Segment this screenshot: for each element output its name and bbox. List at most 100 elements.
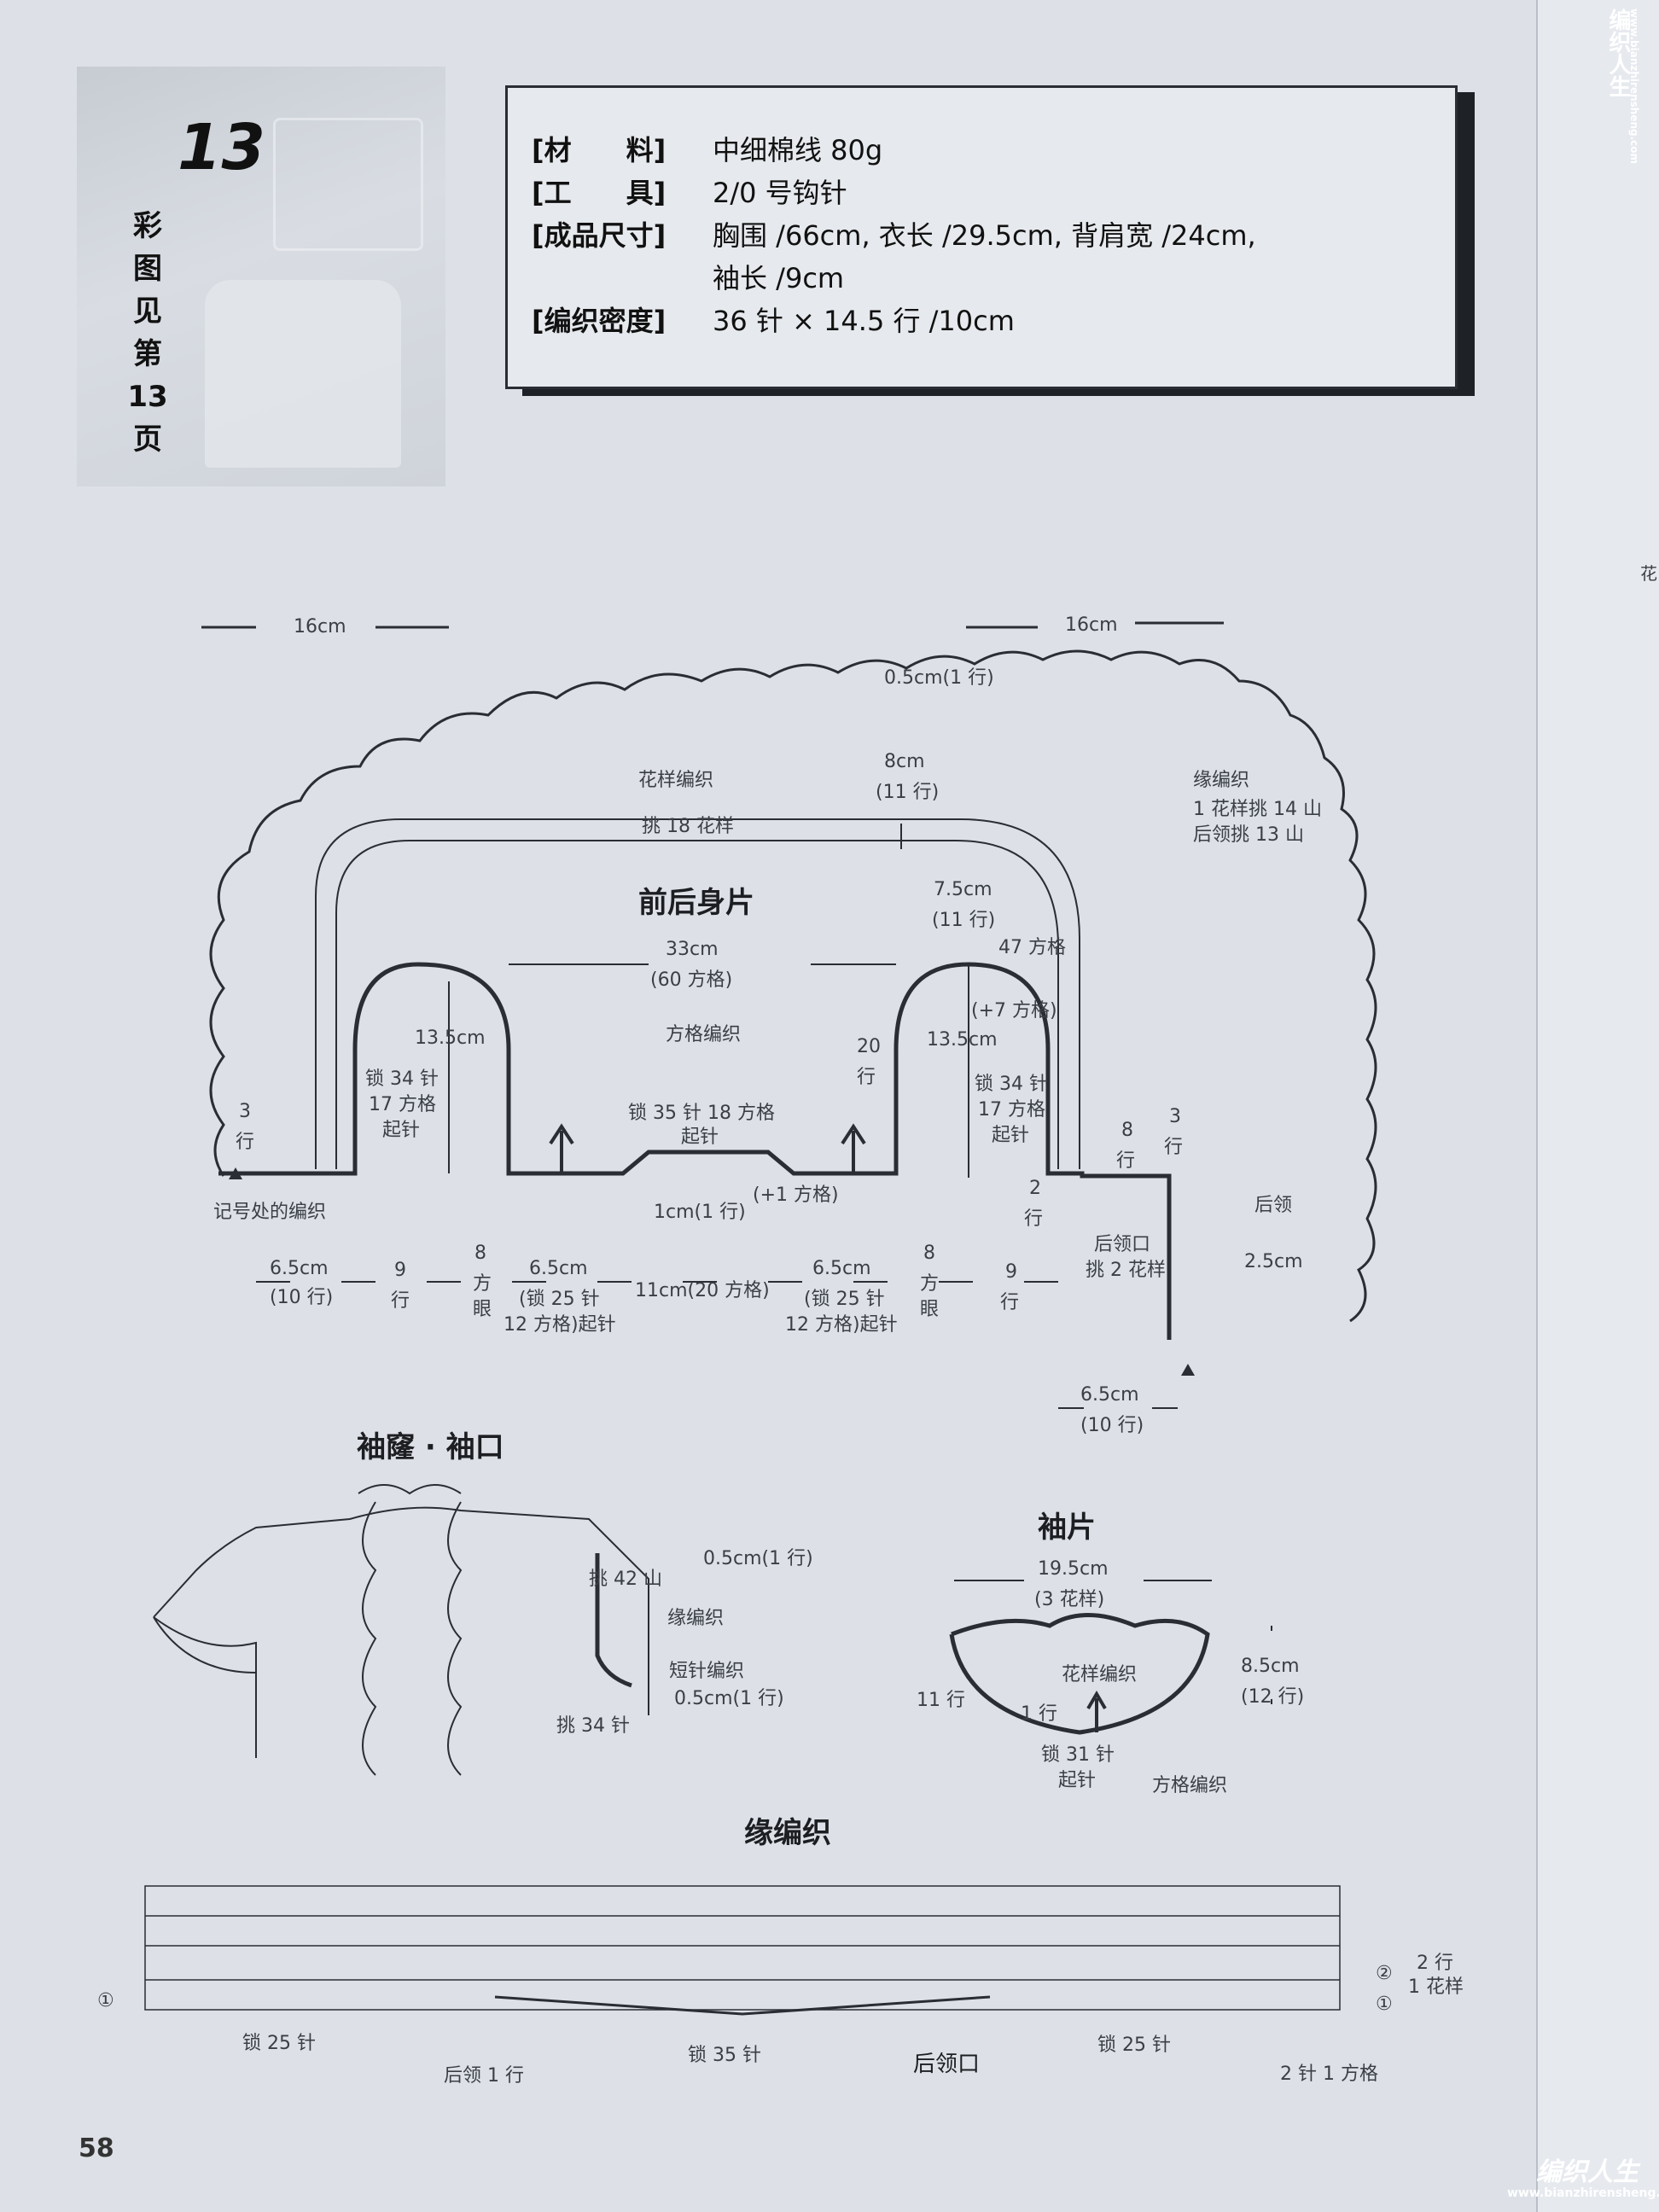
armhole-scallop bbox=[358, 1484, 463, 1776]
dim-bottom-1: 6.5cm bbox=[270, 1258, 329, 1279]
back-neck-label: 后领 bbox=[1254, 1195, 1293, 1216]
yoke-rows-2: (11 行) bbox=[932, 910, 996, 931]
filet-label: 方格编织 bbox=[666, 1024, 742, 1045]
chain-35-start: 起针 bbox=[681, 1126, 719, 1148]
body-piece-outline bbox=[218, 962, 1172, 1340]
pattern-number: 13 bbox=[178, 111, 265, 184]
dim-top-left: 16cm bbox=[294, 616, 346, 637]
marked-knit-label: 记号处的编织 bbox=[213, 1202, 327, 1223]
info-row-tools: [工 具] 2/0 号钩针 bbox=[532, 172, 847, 211]
materials-box: [材 料] 中细棉线 80g [工 具] 2/0 号钩针 [成品尺寸]胸围 /66c… bbox=[505, 85, 1458, 389]
center-squares: (60 方格) bbox=[650, 969, 733, 991]
edge-back-neck-row: 后领 1 行 bbox=[444, 2065, 524, 2087]
pattern-knit-label: 花样编织 bbox=[638, 770, 714, 791]
dim-bottom-5: 11cm(20 方格) bbox=[635, 1280, 770, 1301]
edge-repeat-rows: 2 行 bbox=[1417, 1953, 1453, 1974]
sleeve-width-patterns: (3 花样) bbox=[1034, 1589, 1105, 1610]
dim-bottom-4: 6.5cm bbox=[529, 1258, 588, 1279]
info-key: [工 具] bbox=[532, 177, 667, 209]
watermark-bottom: 编织人生 bbox=[1536, 2157, 1639, 2187]
edge-chain-25-right: 锁 25 针 bbox=[1097, 2034, 1171, 2056]
dim-bottom-2: 9 bbox=[394, 1260, 406, 1281]
dim-bottom-6b: (锁 25 针 bbox=[804, 1289, 885, 1310]
dim-bottom-7b: 方 bbox=[920, 1273, 940, 1295]
scalloped-border bbox=[209, 649, 1377, 1323]
rows-2: 2 bbox=[1029, 1178, 1041, 1199]
plus-7-squares: (+7 方格) bbox=[971, 1000, 1057, 1022]
dim-bottom-8: 9 bbox=[1005, 1261, 1017, 1283]
dim-bottom-6c: 12 方格)起针 bbox=[785, 1314, 898, 1336]
sleeve-filet-label: 方格编织 bbox=[1152, 1775, 1228, 1796]
info-row-size: [成品尺寸]胸围 /66cm, 衣长 /29.5cm, 背肩宽 /24cm, bbox=[532, 214, 1256, 253]
sleeve-11-rows: 11 行 bbox=[917, 1690, 965, 1711]
sleeve-chain-start: 起针 bbox=[1058, 1770, 1097, 1791]
bottom-6-5cm: 6.5cm bbox=[1080, 1384, 1139, 1406]
info-value: 袖长 /9cm bbox=[713, 262, 845, 294]
start-marker bbox=[1181, 1364, 1195, 1376]
watermark-bottom-url: www.bianzhirensheng.com bbox=[1507, 2186, 1659, 2200]
edge-square-label: 2 针 1 方格 bbox=[1280, 2064, 1378, 2085]
next-page-edge: 花 bbox=[1536, 0, 1659, 2212]
edge-row-2: ② bbox=[1376, 1963, 1393, 1984]
photo-garment bbox=[205, 280, 401, 468]
photo-hanger bbox=[273, 118, 423, 251]
direction-arrow bbox=[549, 1123, 574, 1173]
edge-row-1-right: ① bbox=[1376, 1994, 1393, 2015]
chain-35: 锁 35 针 18 方格 bbox=[628, 1103, 775, 1124]
dim-bottom-3c: 眼 bbox=[473, 1299, 492, 1320]
chain-34-right: 锁 34 针 bbox=[975, 1074, 1048, 1095]
info-row-gauge: [编织密度] 36 针 × 14.5 行 /10cm bbox=[532, 300, 1015, 339]
chain-34-right-start: 起针 bbox=[992, 1125, 1030, 1146]
rows-20: 20 bbox=[857, 1036, 881, 1057]
info-value: 36 针 × 14.5 行 /10cm bbox=[713, 305, 1015, 337]
info-value: 2/0 号钩针 bbox=[713, 177, 847, 209]
rows-8: 8 bbox=[1121, 1120, 1133, 1141]
body-title: 前后身片 bbox=[638, 886, 754, 920]
plus-1-square: (+1 方格) bbox=[753, 1185, 839, 1206]
dim-bottom-7c: 眼 bbox=[920, 1299, 940, 1320]
bottom-10-rows: (10 行) bbox=[1080, 1415, 1144, 1436]
direction-arrow bbox=[841, 1123, 866, 1173]
dim-bottom-8b: 行 bbox=[1000, 1292, 1020, 1313]
sleeve-height-rows: (12 行) bbox=[1241, 1686, 1305, 1708]
pick-42-label: 挑 42 山 bbox=[589, 1569, 662, 1590]
dim-bottom-1b: (10 行) bbox=[270, 1287, 334, 1308]
back-neckline-pick: 挑 2 花样 bbox=[1086, 1260, 1166, 1281]
edge-knit-label: 缘编织 bbox=[1193, 770, 1250, 791]
sleeve-chain-31: 锁 31 针 bbox=[1041, 1744, 1115, 1766]
watermark-top: 编织人生 bbox=[1605, 9, 1631, 97]
dim-top-right: 16cm bbox=[1065, 614, 1118, 636]
sleeve-1-row: 1 行 bbox=[1021, 1703, 1057, 1725]
short-stitch-label: 短针编织 bbox=[669, 1661, 745, 1682]
sleeve-arrow bbox=[1086, 1691, 1107, 1732]
start-marker bbox=[229, 1167, 242, 1179]
border-top-label: 0.5cm(1 行) bbox=[884, 667, 994, 689]
info-value: 中细棉线 80g bbox=[713, 134, 883, 166]
chain-34-left-start: 起针 bbox=[382, 1120, 421, 1141]
yoke-height-2: 7.5cm bbox=[934, 879, 992, 900]
dim-bottom-2b: 行 bbox=[391, 1290, 410, 1312]
info-key: [编织密度] bbox=[532, 305, 667, 337]
armhole-edge bbox=[595, 1553, 632, 1688]
info-row-size-cont: 袖长 /9cm bbox=[532, 257, 844, 296]
yoke-rows: (11 行) bbox=[876, 782, 940, 803]
dim-bottom-3b: 方 bbox=[473, 1273, 492, 1295]
sleeve-pattern-label: 花样编织 bbox=[1062, 1664, 1138, 1685]
chain-34-right-squares: 17 方格 bbox=[978, 1099, 1045, 1121]
info-key: [材 料] bbox=[532, 134, 667, 166]
edge-chain-35: 锁 35 针 bbox=[688, 2045, 761, 2066]
rows-2-unit: 行 bbox=[1024, 1208, 1044, 1230]
rows-3-left: 3 bbox=[239, 1101, 251, 1122]
dim-bottom-3: 8 bbox=[474, 1243, 486, 1264]
back-neckline-label: 后领口 bbox=[1094, 1234, 1151, 1255]
center-width: 33cm bbox=[666, 939, 719, 960]
squares-47: 47 方格 bbox=[998, 937, 1066, 958]
armhole-title: 袖窿 · 袖口 bbox=[357, 1430, 504, 1464]
edge-repeat-pattern: 1 花样 bbox=[1408, 1976, 1464, 1998]
dim-bottom-7: 8 bbox=[923, 1243, 935, 1264]
chain-34-left: 锁 34 针 bbox=[365, 1068, 439, 1090]
pick-18-label: 挑 18 花样 bbox=[642, 816, 734, 837]
edge-row-1-left: ① bbox=[97, 1990, 114, 2011]
dim-bottom-4c: 12 方格)起针 bbox=[504, 1314, 616, 1336]
